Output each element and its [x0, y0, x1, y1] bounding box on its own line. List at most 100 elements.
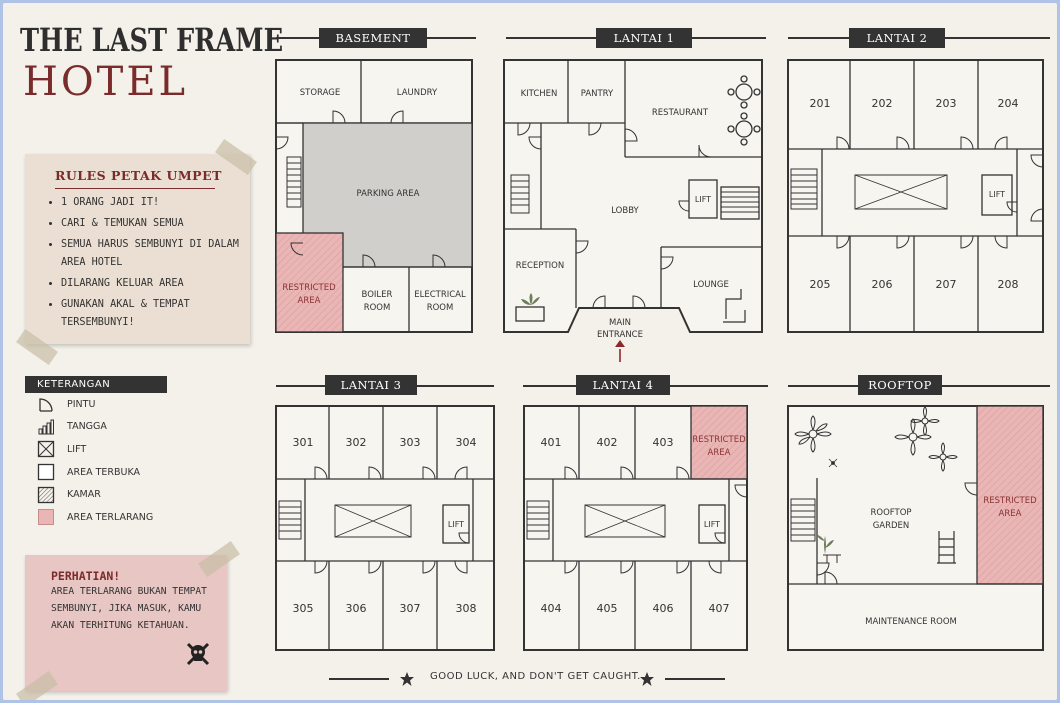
- warning-text: AREA TERLARANG BUKAN TEMPAT SEMBUNYI, JI…: [51, 586, 207, 631]
- rules-note: RULES PETAK UMPET 1 ORANG JADI IT! CARI …: [25, 154, 250, 344]
- star-icon: [400, 672, 414, 686]
- legend-label: AREA TERLARANG: [67, 511, 154, 523]
- flower-icon: [794, 415, 832, 453]
- flower-icon: [894, 406, 958, 472]
- room-number: 303: [400, 436, 421, 449]
- room-restaurant: RESTAURANT: [652, 108, 709, 118]
- room-number: 203: [936, 97, 957, 110]
- room-number: 207: [936, 278, 957, 291]
- room-number: 406: [653, 602, 674, 615]
- room-number: 204: [998, 97, 1019, 110]
- room-number: 205: [810, 278, 831, 291]
- room-number: 202: [872, 97, 893, 110]
- room-restricted-label: RESTRICTED: [983, 496, 1037, 506]
- room-number: 407: [709, 602, 730, 615]
- section-lantai3: LANTAI 3: [325, 375, 417, 395]
- legend-label: AREA TERBUKA: [67, 466, 141, 478]
- room-restricted-label: RESTRICTED: [692, 435, 746, 445]
- room-number: 201: [810, 97, 831, 110]
- room-parking: PARKING AREA: [357, 189, 420, 199]
- room-number: 206: [872, 278, 893, 291]
- legend-row: PINTU: [25, 393, 167, 416]
- legend-label: LIFT: [67, 443, 87, 455]
- legend-label: PINTU: [67, 398, 96, 410]
- legend-row: TANGGA: [25, 416, 167, 439]
- room-lift: LIFT: [448, 520, 464, 529]
- stairs-icon: [38, 419, 54, 435]
- room-lounge: LOUNGE: [693, 280, 729, 290]
- lantai1-plan: KITCHEN PANTRY RESTAURANT LOBBY LIFT REC…: [503, 59, 763, 362]
- room-maintenance: MAINTENANCE ROOM: [865, 617, 957, 627]
- rule-item: CARI & TEMUKAN SEMUA: [61, 215, 256, 233]
- room-restricted-label: AREA: [298, 296, 321, 306]
- rule-item: 1 ORANG JADI IT!: [61, 194, 256, 212]
- room-restricted-label: AREA: [708, 448, 731, 458]
- plant-icon: [817, 535, 834, 554]
- rules-list: 1 ORANG JADI IT! CARI & TEMUKAN SEMUA SE…: [43, 194, 256, 335]
- title-line2: HOTEL: [23, 59, 189, 105]
- title-line1: THE LAST FRAME: [20, 21, 284, 59]
- legend-label: TANGGA: [67, 421, 107, 433]
- room-number: 304: [456, 436, 477, 449]
- room-lift: LIFT: [695, 195, 711, 204]
- room-lift: LIFT: [704, 520, 720, 529]
- room-icon: [37, 486, 55, 503]
- door-icon: [39, 398, 53, 412]
- room-number: 302: [346, 436, 367, 449]
- lift-icon: [37, 441, 55, 458]
- room-boiler: BOILER: [362, 290, 393, 300]
- footer-text: GOOD LUCK, AND DON'T GET CAUGHT.: [430, 671, 641, 682]
- room-number: 306: [346, 602, 367, 615]
- warning-title: PERHATIAN!: [51, 569, 121, 583]
- legend-row: KAMAR: [25, 483, 167, 506]
- room-number: 208: [998, 278, 1019, 291]
- room-number: 404: [541, 602, 562, 615]
- open-area-icon: [37, 463, 55, 481]
- room-number: 401: [541, 436, 562, 449]
- legend-label: KAMAR: [67, 489, 101, 501]
- section-lantai1: LANTAI 1: [596, 28, 692, 48]
- room-number: 402: [597, 436, 618, 449]
- room-boiler: ROOM: [364, 303, 391, 313]
- room-number: 301: [293, 436, 314, 449]
- room-pantry: PANTRY: [581, 89, 614, 99]
- room-restricted-label: RESTRICTED: [282, 283, 336, 293]
- room-electrical: ROOM: [427, 303, 454, 313]
- legend-row: LIFT: [25, 438, 167, 461]
- main-entrance-label: ENTRANCE: [597, 330, 643, 340]
- room-restricted-label: AREA: [999, 509, 1022, 519]
- warning-note: PERHATIAN! AREA TERLARANG BUKAN TEMPAT S…: [25, 555, 227, 691]
- room-reception: RECEPTION: [516, 261, 564, 271]
- room-number: 405: [597, 602, 618, 615]
- lantai3-plan: 301 302 303 304 305 306 307 308 LIFT: [275, 405, 495, 651]
- lantai2-plan: 201 202 203 204 205 206 207 208 LIFT: [787, 59, 1044, 333]
- legend-row: AREA TERLARANG: [25, 506, 167, 529]
- room-number: 307: [400, 602, 421, 615]
- room-lift: LIFT: [989, 190, 1005, 199]
- main-entrance-label: MAIN: [609, 318, 631, 328]
- room-storage: STORAGE: [300, 88, 340, 98]
- hotel-map-page: THE LAST FRAME HOTEL RULES PETAK UMPET 1…: [3, 3, 1057, 700]
- skull-icon: [186, 642, 210, 666]
- room-number: 308: [456, 602, 477, 615]
- rules-title: RULES PETAK UMPET: [55, 168, 222, 183]
- room-garden: ROOFTOP: [870, 508, 911, 518]
- restricted-area-icon: [38, 509, 54, 526]
- rooftop-plan: ROOFTOP GARDEN RESTRICTED AREA MAINTENAN…: [787, 405, 1044, 651]
- plant-icon: [521, 293, 540, 305]
- star-icon: [640, 672, 654, 686]
- legend-title: KETERANGAN: [25, 376, 167, 393]
- legend-row: AREA TERBUKA: [25, 461, 167, 484]
- room-laundry: LAUNDRY: [397, 88, 438, 98]
- section-rooftop: ROOFTOP: [858, 375, 942, 395]
- basement-plan: STORAGE LAUNDRY PARKING AREA RESTRICTED …: [275, 59, 473, 333]
- rule-item: SEMUA HARUS SEMBUNYI DI DALAM AREA HOTEL: [61, 236, 256, 272]
- room-number: 403: [653, 436, 674, 449]
- lantai4-plan: 401 402 403 RESTRICTED AREA 404 405 406 …: [523, 405, 748, 651]
- arrow-up-icon: [615, 340, 625, 347]
- section-lantai4: LANTAI 4: [576, 375, 670, 395]
- room-number: 305: [293, 602, 314, 615]
- rule-item: DILARANG KELUAR AREA: [61, 275, 256, 293]
- section-lantai2: LANTAI 2: [849, 28, 945, 48]
- footer: GOOD LUCK, AND DON'T GET CAUGHT.: [3, 671, 1057, 687]
